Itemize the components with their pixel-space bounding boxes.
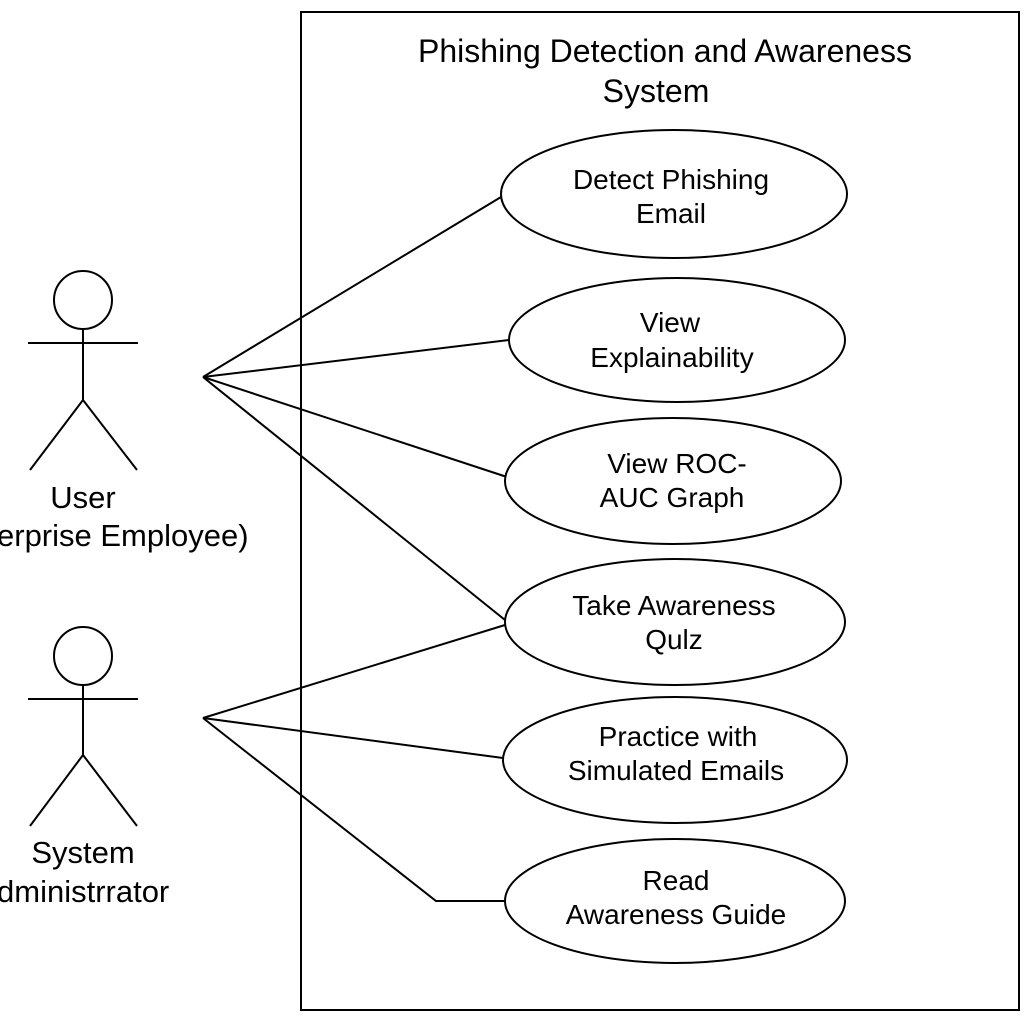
association-admin-read-guide (202, 717, 504, 902)
actor-head-icon (53, 270, 113, 330)
association-user-view-roc-auc (202, 376, 508, 478)
use-case-label: Email (636, 198, 706, 229)
actor-right-leg (82, 399, 138, 471)
use-case-label: Qulz (645, 624, 703, 655)
association-user-detect-phishing (202, 196, 502, 378)
association-user-take-quiz (202, 376, 506, 621)
actor-left-leg (29, 399, 84, 471)
use-case-label: Take Awareness (572, 590, 775, 621)
actor-system-administrator[interactable]: System dministrrator (0, 626, 169, 909)
association-admin-take-quiz (202, 624, 506, 719)
use-case-label: AUC Graph (600, 482, 745, 513)
use-case-label: Awareness Guide (566, 899, 787, 930)
actor-right-leg (82, 754, 138, 827)
use-case-take-awareness-quiz[interactable]: Take Awareness Qulz (504, 558, 846, 686)
use-case-detect-phishing-email[interactable]: Detect Phishing Email (500, 129, 848, 259)
use-case-label: View (640, 307, 701, 338)
system-boundary (300, 11, 1020, 1011)
use-case-label: Detect Phishing (573, 164, 769, 195)
system-title-line1: Phishing Detection and Awareness (418, 33, 912, 69)
actor-admin-label-line1: System (31, 835, 134, 870)
system-title-line2: System (603, 73, 710, 109)
use-case-view-roc-auc-graph[interactable]: View ROC- AUC Graph (504, 417, 842, 545)
actor-user[interactable]: User erprise Employee) (0, 270, 249, 553)
association-user-view-explainability (202, 339, 510, 378)
use-case-label: Practice with (599, 721, 758, 752)
use-case-read-awareness-guide[interactable]: Read Awareness Guide (504, 838, 846, 964)
actor-admin-label-line2: dministrrator (0, 874, 169, 909)
use-case-label: View ROC- (607, 448, 747, 479)
actor-head-icon (53, 626, 113, 686)
use-case-practice-simulated-emails[interactable]: Practice with Simulated Emails (502, 696, 848, 824)
use-case-label: Explainability (590, 342, 753, 373)
actor-user-role-label: erprise Employee) (0, 518, 249, 553)
association-admin-practice-emails (202, 717, 504, 759)
use-case-label: Read (643, 865, 710, 896)
actor-user-label: User (50, 480, 115, 515)
use-case-view-explainability[interactable]: View Explainability (508, 277, 846, 403)
actor-left-leg (29, 754, 84, 827)
use-case-label: Simulated Emails (568, 755, 784, 786)
